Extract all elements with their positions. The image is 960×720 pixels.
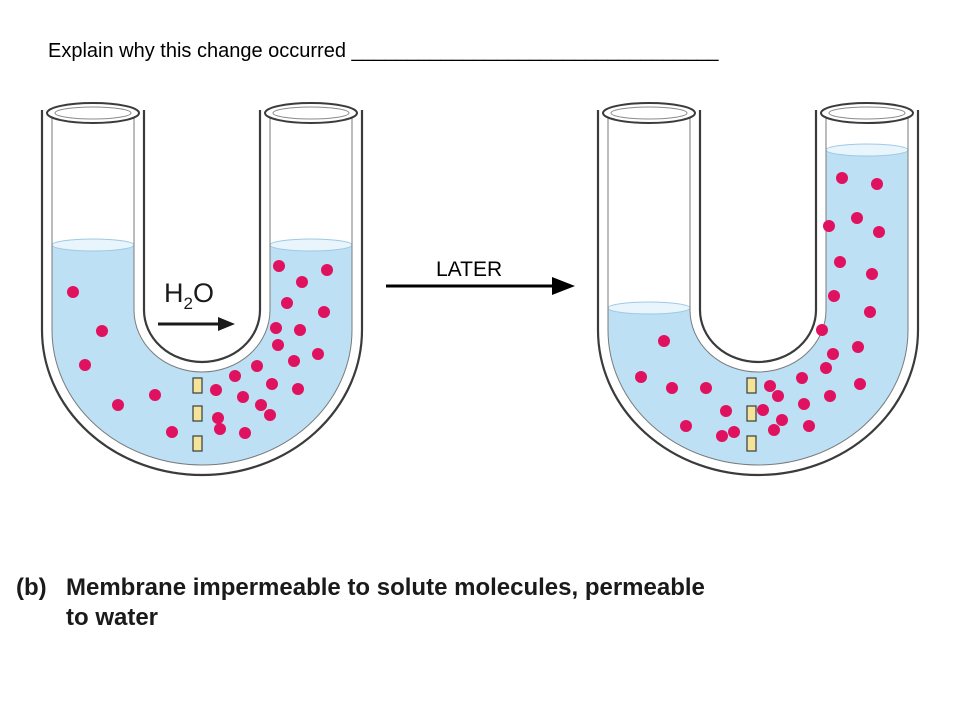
semipermeable-membrane-after — [746, 377, 757, 452]
water-before — [52, 245, 352, 465]
svg-text:H2O: H2O — [164, 278, 214, 313]
semipermeable-membrane-before — [192, 377, 203, 452]
solute-molecules-before-left — [67, 286, 178, 438]
water-flow-arrow-icon — [158, 317, 235, 331]
solute-molecules-after-right — [728, 172, 885, 438]
solute-molecules-before-right — [210, 260, 333, 439]
caption-line-2: to water — [66, 604, 159, 631]
u-tube-after — [596, 101, 920, 477]
solute-molecules-after-left — [635, 335, 732, 442]
later-arrow-icon — [386, 277, 575, 295]
water-flow-label: H2O — [164, 278, 214, 313]
caption-line-1: Membrane impermeable to solute molecules… — [66, 574, 705, 601]
u-tube-before: H2O — [40, 101, 364, 477]
caption-letter: (b) — [16, 574, 47, 601]
question-prompt: Explain why this change occurred _______… — [48, 40, 719, 62]
later-label: LATER — [436, 258, 503, 281]
